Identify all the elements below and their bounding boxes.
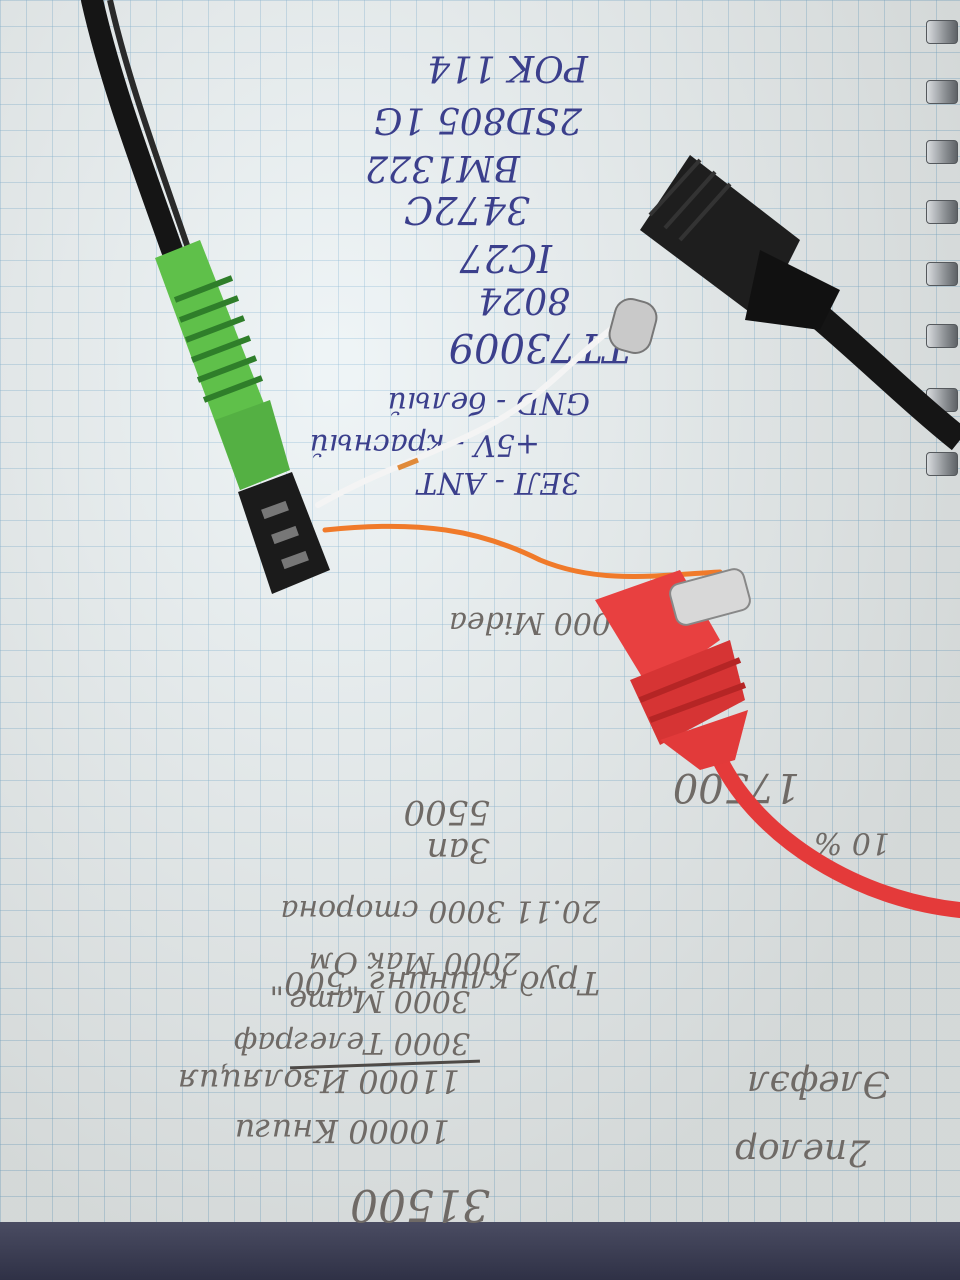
white-wire: [315, 319, 628, 508]
white-wire-mark: [397, 457, 419, 471]
spiral-ring: [926, 20, 958, 44]
black-plug: [608, 155, 840, 354]
spiral-ring: [926, 200, 958, 224]
black-cable-highlight: [107, 0, 191, 249]
green-plug: [155, 240, 290, 490]
jack-socket: [238, 472, 330, 594]
spiral-ring: [926, 324, 958, 348]
black-cable: [81, 0, 183, 261]
red-cable: [712, 752, 960, 918]
spiral-ring: [926, 452, 958, 476]
spiral-ring: [926, 80, 958, 104]
table-surface: [0, 1222, 960, 1280]
red-plug: [595, 568, 751, 770]
spiral-ring: [926, 140, 958, 164]
orange-wire: [322, 523, 723, 579]
spiral-ring: [926, 262, 958, 286]
